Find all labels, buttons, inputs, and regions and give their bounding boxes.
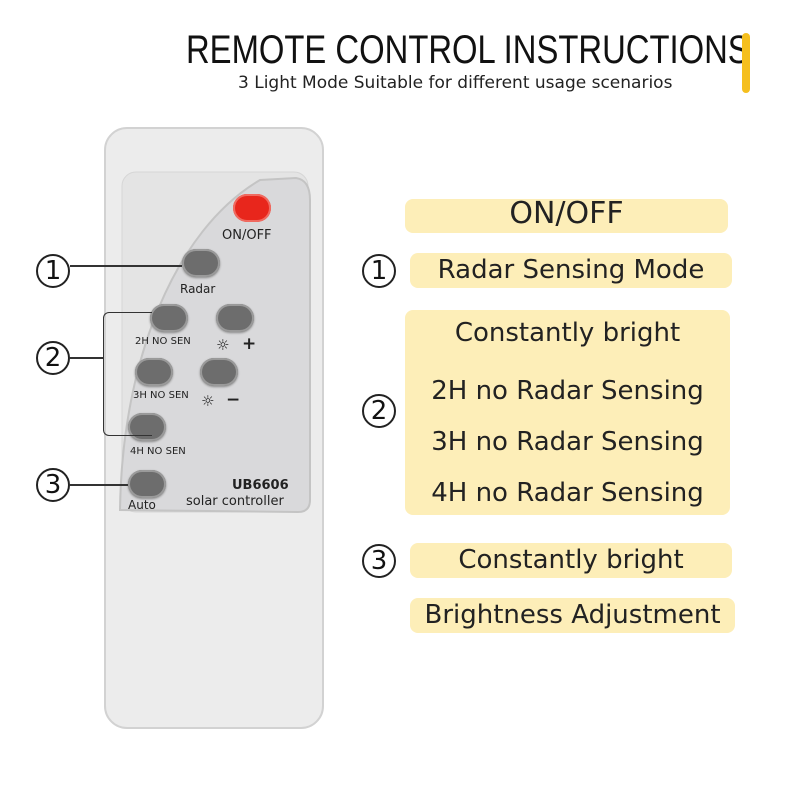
label-brightness: Brightness Adjustment xyxy=(410,598,735,633)
radar-label: Radar xyxy=(180,282,216,296)
plus-label: + xyxy=(242,334,257,354)
accent-bar xyxy=(742,33,750,93)
brightness-down-button[interactable] xyxy=(200,358,238,386)
marker-2-right: 2 xyxy=(362,394,396,428)
model-description: solar controller xyxy=(186,494,284,509)
auto-label: Auto xyxy=(128,498,156,512)
marker-1-left: 1 xyxy=(36,254,70,288)
label-mode-2-4h: 4H no Radar Sensing xyxy=(431,478,704,508)
power-label: ON/OFF xyxy=(222,228,272,243)
marker-2-left: 2 xyxy=(36,341,70,375)
radar-button[interactable] xyxy=(182,249,220,277)
connector-line xyxy=(70,357,104,359)
marker-1-right: 1 xyxy=(362,254,396,288)
brightness-up-button[interactable] xyxy=(216,304,254,332)
label-mode-3: Constantly bright xyxy=(410,543,732,578)
label-mode-2-group: Constantly bright 2H no Radar Sensing 3H… xyxy=(405,310,730,515)
auto-button[interactable] xyxy=(128,470,166,498)
bracket xyxy=(103,312,152,436)
sun-icon: ☼ xyxy=(201,392,215,410)
connector-line xyxy=(70,265,182,267)
power-button[interactable] xyxy=(233,194,271,222)
model-number: UB6606 xyxy=(232,478,289,493)
page-subtitle: 3 Light Mode Suitable for different usag… xyxy=(238,73,673,93)
3h-no-sen-label: 3H NO SEN xyxy=(133,390,189,401)
label-mode-2-3h: 3H no Radar Sensing xyxy=(431,427,704,457)
2h-no-sen-button[interactable] xyxy=(150,304,188,332)
label-mode-2-constant: Constantly bright xyxy=(454,318,681,348)
label-mode-1: Radar Sensing Mode xyxy=(410,253,732,288)
4h-no-sen-button[interactable] xyxy=(128,413,166,441)
3h-no-sen-button[interactable] xyxy=(135,358,173,386)
sun-icon: ☼ xyxy=(216,336,230,354)
minus-label: − xyxy=(226,390,241,410)
page-title: REMOTE CONTROL INSTRUCTIONS xyxy=(186,28,750,72)
4h-no-sen-label: 4H NO SEN xyxy=(130,446,186,457)
label-mode-2-2h: 2H no Radar Sensing xyxy=(431,376,704,406)
label-power: ON/OFF xyxy=(405,199,728,233)
2h-no-sen-label: 2H NO SEN xyxy=(135,336,191,347)
connector-line xyxy=(70,484,128,486)
marker-3-right: 3 xyxy=(362,544,396,578)
marker-3-left: 3 xyxy=(36,468,70,502)
